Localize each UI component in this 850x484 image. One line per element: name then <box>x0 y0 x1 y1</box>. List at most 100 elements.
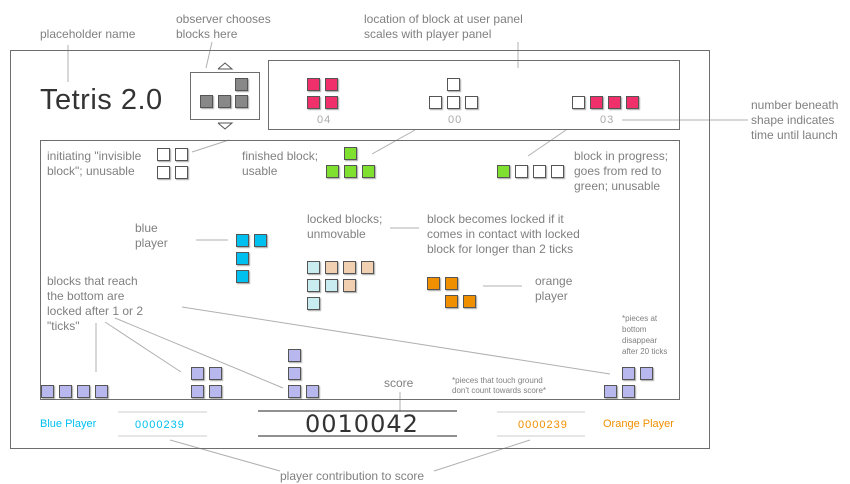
block-cell <box>254 234 267 247</box>
blue-player-label: Blue Player <box>40 418 97 430</box>
orange-player-label: Orange Player <box>603 418 674 430</box>
block-cell <box>622 367 635 380</box>
note-bottom-2: the bottom are <box>47 289 125 303</box>
note-progress-2: goes from red to <box>574 164 662 178</box>
block-cell <box>604 385 617 398</box>
arrow-up-icon <box>217 62 234 70</box>
block-cell <box>429 96 442 109</box>
block-cell <box>236 234 249 247</box>
block-cell <box>288 367 301 380</box>
block-cell <box>572 96 585 109</box>
note-progress-3: green; unusable <box>574 179 661 193</box>
queue-code-3: 03 <box>600 114 615 126</box>
block-cell <box>157 148 170 161</box>
block-cell <box>622 385 635 398</box>
note-number-1: number beneath <box>751 98 839 112</box>
block-cell <box>551 165 564 178</box>
note-finished-1: finished block; <box>242 149 319 163</box>
block-cell <box>343 261 356 274</box>
block-cell <box>191 385 204 398</box>
note-ground-1: *pieces that touch ground <box>452 376 543 385</box>
note-bottom-1: blocks that reach <box>47 274 138 288</box>
block-cell <box>307 96 320 109</box>
block-cell <box>59 385 72 398</box>
block-cell <box>191 367 204 380</box>
note-ground-2: don't count towards score* <box>452 386 547 395</box>
block-cell <box>307 78 320 91</box>
block-cell <box>306 385 319 398</box>
block-cell <box>41 385 54 398</box>
block-cell <box>626 96 639 109</box>
block-cell <box>447 96 460 109</box>
block-cell <box>640 367 653 380</box>
block-cell <box>288 349 301 362</box>
block-cell <box>326 165 339 178</box>
block-cell <box>590 96 603 109</box>
block-cell <box>77 385 90 398</box>
block-cell <box>325 261 338 274</box>
orange-player-score: 0000239 <box>518 419 568 431</box>
note-orange-1: orange <box>535 274 573 288</box>
block-cell <box>447 78 460 91</box>
note-invisible-1: initiating "invisible <box>47 149 142 163</box>
note-number-3: time until launch <box>751 128 838 142</box>
block-cell <box>288 385 301 398</box>
block-cell <box>343 279 356 292</box>
block-cell <box>175 148 188 161</box>
observer-panel <box>190 72 260 120</box>
note-bottom-3: locked after 1 or 2 <box>47 304 144 318</box>
block-cell <box>445 277 458 290</box>
note-contribution: player contribution to score <box>280 469 425 483</box>
note-disappear-4: after 20 ticks <box>622 347 668 356</box>
block-cell <box>175 166 188 179</box>
note-number-2: shape indicates <box>751 113 835 127</box>
note-becomes-3: block for longer than 2 ticks <box>427 242 574 256</box>
note-locked-2: unmovable <box>307 227 366 241</box>
note-finished-2: usable <box>242 164 278 178</box>
main-window <box>10 50 710 449</box>
block-cell <box>533 165 546 178</box>
block-cell <box>307 279 320 292</box>
note-disappear-1: *pieces at <box>622 314 658 323</box>
block-cell <box>307 297 320 310</box>
queue-code-1: 04 <box>317 114 332 126</box>
game-title: Tetris 2.0 <box>40 84 163 116</box>
block-cell <box>157 166 170 179</box>
block-cell <box>362 165 375 178</box>
block-cell <box>209 367 222 380</box>
block-cell <box>497 165 510 178</box>
note-observer-2: blocks here <box>176 27 238 41</box>
arrow-down-icon <box>217 122 234 130</box>
block-cell <box>463 295 476 308</box>
block-cell <box>344 165 357 178</box>
note-locked-1: locked blocks; <box>307 212 383 226</box>
note-blue-2: player <box>135 236 168 250</box>
note-blue-1: blue <box>135 221 158 235</box>
note-invisible-2: block"; unusable <box>47 164 135 178</box>
note-location-2: scales with player panel <box>364 27 492 41</box>
block-cell <box>344 147 357 160</box>
block-cell <box>361 261 374 274</box>
note-bottom-4: "ticks" <box>47 319 80 333</box>
total-score: 0010042 <box>305 410 419 438</box>
note-becomes-1: block becomes locked if it <box>427 212 564 226</box>
note-progress-1: block in progress; <box>574 149 669 163</box>
note-location-1: location of block at user panel <box>364 12 523 26</box>
block-cell <box>200 95 213 108</box>
block-cell <box>209 385 222 398</box>
block-cell <box>235 95 248 108</box>
block-cell <box>465 96 478 109</box>
note-disappear-3: disappear <box>622 336 658 345</box>
block-cell <box>325 96 338 109</box>
block-cell <box>445 295 458 308</box>
block-cell <box>608 96 621 109</box>
queue-panel <box>268 60 680 130</box>
blue-player-score: 0000239 <box>135 419 185 431</box>
block-cell <box>95 385 108 398</box>
block-cell <box>515 165 528 178</box>
block-cell <box>307 261 320 274</box>
note-placeholder: placeholder name <box>40 27 136 41</box>
block-cell <box>236 252 249 265</box>
block-cell <box>236 270 249 283</box>
playfield <box>40 140 680 400</box>
